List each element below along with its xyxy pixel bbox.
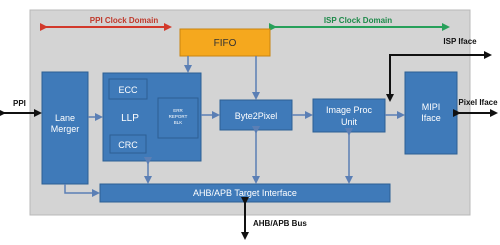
ahb-apb-target-label: AHB/APB Target Interface: [193, 188, 297, 198]
fifo-block: [179, 28, 271, 57]
ahb-bus-label: AHB/APB Bus: [253, 219, 307, 228]
fifo-label: FIFO: [214, 38, 237, 49]
image-proc-block: [312, 98, 386, 133]
ppi-port-label: PPI: [13, 99, 26, 108]
ecc-block: [108, 78, 148, 100]
pixel-iface-label: Pixel Iface: [458, 98, 498, 107]
lane-merger-block: [41, 71, 89, 185]
lane-merger-label-1: Lane: [55, 113, 75, 123]
err-report-block: [157, 97, 199, 139]
lane-merger-label-2: Merger: [51, 124, 80, 134]
mipi-iface-label-2: Iface: [421, 113, 441, 123]
image-proc-label-1: Image Proc: [326, 105, 373, 115]
crc-label: CRC: [118, 140, 138, 150]
err-report-label-3: BLK: [174, 120, 183, 125]
llp-label: LLP: [121, 113, 139, 124]
err-report-label-2: REPORT: [169, 114, 188, 119]
crc-block: [109, 134, 147, 154]
mipi-iface-block: [404, 71, 458, 155]
ppi-domain-label: PPI Clock Domain: [90, 16, 159, 25]
err-report-label-1: ERR: [173, 108, 183, 113]
isp-iface-label: ISP Iface: [443, 37, 477, 46]
byte2pixel-label: Byte2Pixel: [235, 111, 278, 121]
lane-ahb-arrow: [64, 184, 100, 197]
ecc-label: ECC: [118, 85, 138, 95]
isp-domain-label: ISP Clock Domain: [324, 16, 392, 25]
isp-iface-arrow: [389, 51, 492, 97]
image-proc-label-2: Unit: [341, 117, 358, 127]
mipi-iface-label-1: MIPI: [422, 102, 441, 112]
